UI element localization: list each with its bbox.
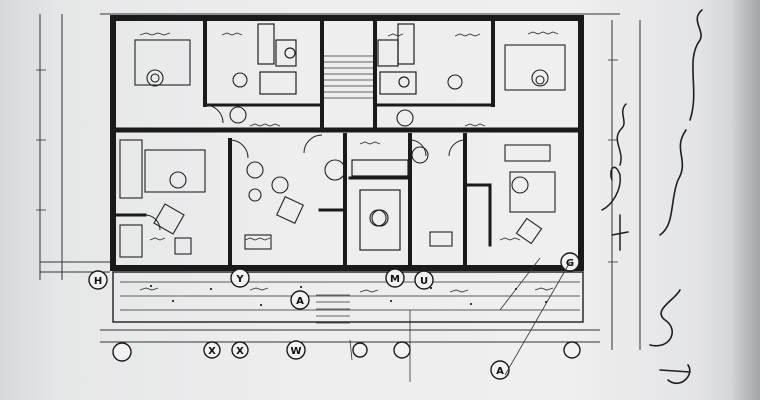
furniture bbox=[119, 39, 566, 258]
tiny-labels bbox=[139, 31, 559, 293]
svg-text:Y: Y bbox=[235, 274, 244, 285]
stair-hatch bbox=[316, 55, 373, 324]
building-walls bbox=[110, 15, 584, 271]
axis-marker-letters: H Y A M U G X X W A bbox=[94, 258, 574, 377]
door-swings bbox=[144, 104, 466, 231]
paper-shadow bbox=[730, 0, 760, 400]
balcony-speckle bbox=[150, 285, 547, 306]
dimension-ticks bbox=[36, 59, 618, 263]
svg-text:W: W bbox=[290, 346, 301, 357]
svg-text:U: U bbox=[420, 276, 428, 287]
fixtures bbox=[257, 23, 417, 251]
svg-text:G: G bbox=[566, 258, 574, 269]
leader-lines bbox=[349, 257, 571, 382]
room-number-circles bbox=[146, 69, 549, 227]
svg-text:M: M bbox=[390, 274, 400, 285]
svg-text:A: A bbox=[296, 296, 304, 307]
axis-markers bbox=[88, 252, 581, 380]
dimension-frame bbox=[39, 13, 641, 350]
svg-text:X: X bbox=[208, 346, 216, 357]
svg-text:A: A bbox=[496, 366, 504, 377]
svg-text:H: H bbox=[94, 276, 102, 287]
balcony bbox=[112, 271, 584, 323]
svg-text:X: X bbox=[236, 346, 244, 357]
